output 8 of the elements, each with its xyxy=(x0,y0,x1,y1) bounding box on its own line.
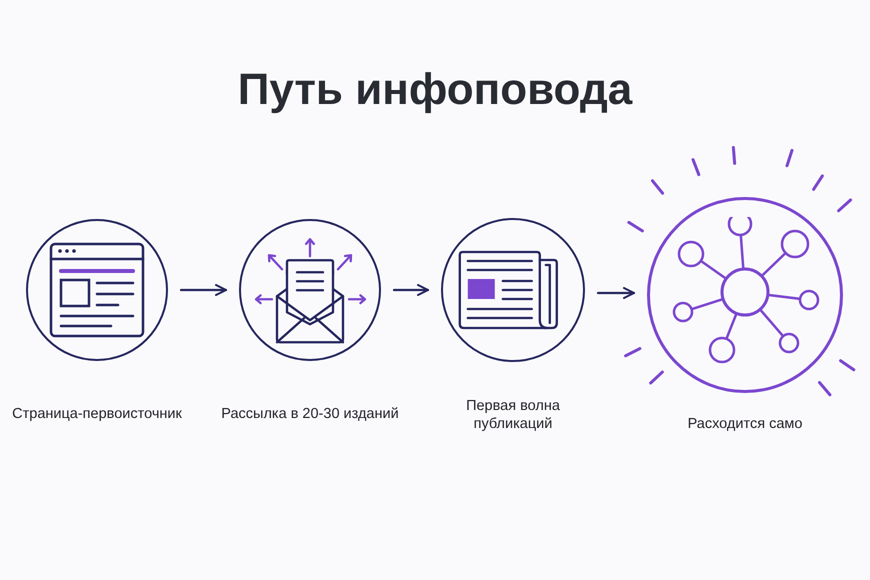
title: Путь инфоповода xyxy=(238,64,632,116)
arrow xyxy=(392,284,430,296)
step-label: Страница-первоисточник xyxy=(12,405,182,423)
step-label: Расходится само xyxy=(688,415,802,433)
step-label: Рассылка в 20-30 изданий xyxy=(221,405,399,423)
step-label: Первая волна публикаций xyxy=(465,397,561,433)
arrow xyxy=(596,287,636,299)
arrow xyxy=(180,284,228,296)
